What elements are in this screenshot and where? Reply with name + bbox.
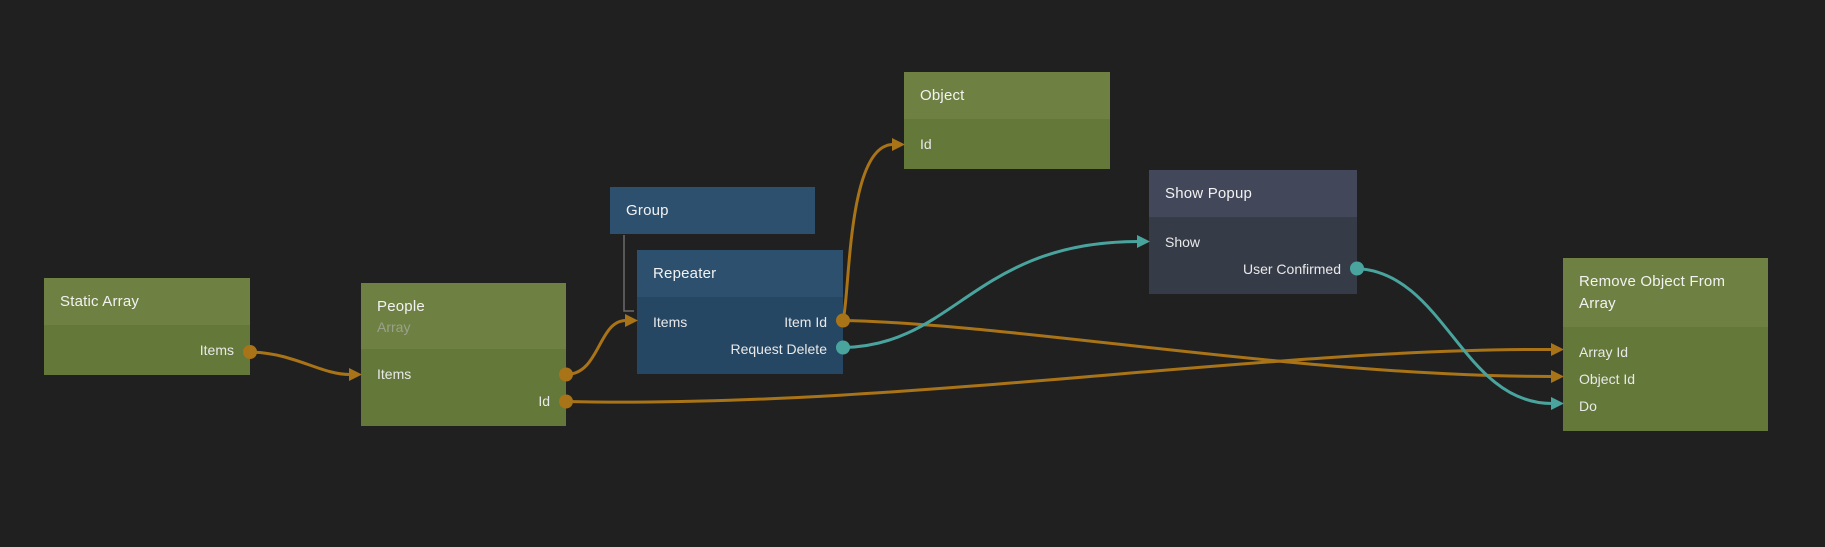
node-repeater[interactable]: Repeater Items Item Id Request Delete — [637, 250, 843, 374]
port-label-items-output: Items — [199, 341, 234, 358]
wire-people-items-to-repeater-items[interactable] — [565, 319, 627, 376]
port-row-items[interactable]: Items — [44, 336, 250, 363]
node-header: Show Popup — [1149, 170, 1357, 217]
port-row-show[interactable]: Show — [1149, 228, 1357, 255]
port-label-item-id-output: Item Id — [784, 313, 827, 330]
node-header: People Array — [361, 283, 566, 349]
port-label-request-delete-output: Request Delete — [730, 340, 827, 357]
node-body: Array Id Object Id Do — [1563, 327, 1768, 431]
group-child-connector — [623, 235, 634, 312]
node-body: Items Item Id Request Delete — [637, 297, 843, 374]
node-title: Static Array — [60, 293, 140, 310]
port-label-array-id-input: Array Id — [1579, 343, 1629, 360]
wire-userconfirmed-to-remove-do[interactable] — [1356, 267, 1553, 405]
port-label-items-input: Items — [653, 313, 688, 330]
port-label-id-output: Id — [538, 392, 550, 409]
node-subtitle: Array — [377, 319, 411, 335]
node-body: Items — [44, 325, 250, 375]
node-people[interactable]: People Array Items Id — [361, 283, 566, 426]
port-row-request-delete[interactable]: Request Delete — [637, 335, 843, 362]
port-row-id[interactable]: Id — [361, 387, 566, 414]
wire-staticarray-items-to-people-items[interactable] — [249, 350, 351, 376]
port-row-object-id[interactable]: Object Id — [1563, 365, 1768, 392]
port-row-do[interactable]: Do — [1563, 392, 1768, 419]
wire-repeater-itemid-to-object-id[interactable] — [841, 143, 894, 321]
port-label-user-confirmed-output: User Confirmed — [1242, 260, 1341, 277]
port-label-object-id-input: Object Id — [1579, 370, 1636, 387]
node-title: Repeater — [653, 265, 717, 282]
node-show-popup[interactable]: Show Popup Show User Confirmed — [1149, 170, 1357, 294]
wire-repeater-requestdelete-to-showpopup-show[interactable] — [842, 240, 1139, 349]
port-label-show-input: Show — [1165, 233, 1201, 250]
node-header: Group — [610, 187, 815, 234]
node-header: Object — [904, 72, 1110, 119]
node-title: Show Popup — [1165, 185, 1253, 202]
node-title: Remove Object From Array — [1579, 273, 1726, 312]
node-body: Items Id — [361, 349, 566, 426]
port-row-array-id[interactable]: Array Id — [1563, 338, 1768, 365]
port-row-items-itemid[interactable]: Items Item Id — [637, 308, 843, 335]
port-label-do-input: Do — [1579, 397, 1597, 414]
port-row-user-confirmed[interactable]: User Confirmed — [1149, 255, 1357, 282]
node-header: Remove Object From Array — [1563, 258, 1768, 327]
node-body: Show User Confirmed — [1149, 217, 1357, 294]
node-object[interactable]: Object Id — [904, 72, 1110, 169]
node-header: Static Array — [44, 278, 250, 325]
port-label-id-input: Id — [920, 135, 932, 152]
node-title: Object — [920, 87, 965, 104]
port-row-id[interactable]: Id — [904, 130, 1110, 157]
node-title: People — [377, 298, 425, 315]
port-label-items-input: Items — [377, 365, 412, 382]
node-title: Group — [626, 202, 669, 219]
node-static-array[interactable]: Static Array Items — [44, 278, 250, 375]
wire-repeater-itemid-to-remove-object-id[interactable] — [842, 319, 1553, 378]
node-group[interactable]: Group — [610, 187, 815, 234]
node-header: Repeater — [637, 250, 843, 297]
port-row-items[interactable]: Items — [361, 360, 566, 387]
node-body: Id — [904, 119, 1110, 169]
node-remove-object-from-array[interactable]: Remove Object From Array Array Id Object… — [1563, 258, 1768, 431]
